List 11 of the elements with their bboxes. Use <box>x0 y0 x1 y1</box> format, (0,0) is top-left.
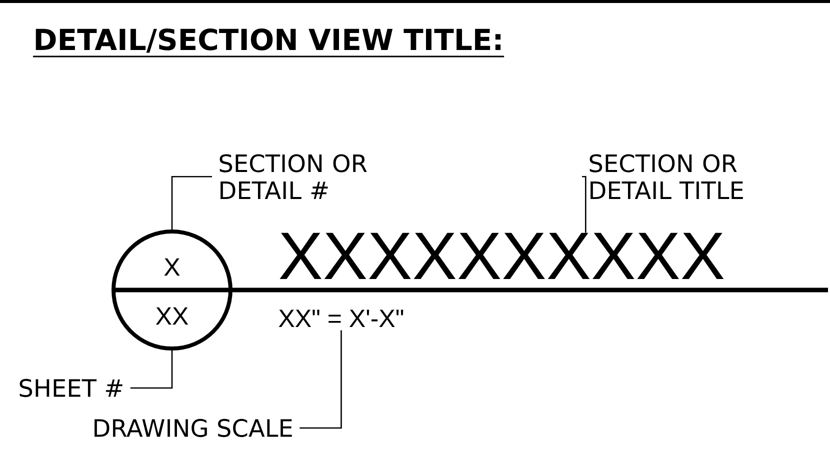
callout-label: SECTION OR DETAIL TITLE <box>590 154 743 200</box>
callout-label: SHEET # <box>20 378 122 398</box>
callout-label: SECTION OR DETAIL # <box>220 154 367 200</box>
leader-line <box>300 330 342 429</box>
title: DETAIL/SECTION VIEW TITLE: <box>33 28 504 58</box>
callout-label: DRAWING SCALE <box>94 418 292 438</box>
title-text: XXXXXXXXXX <box>280 232 724 279</box>
leader-line <box>171 176 212 230</box>
scale-text: XX" = X'-X" <box>278 310 404 327</box>
leader-line <box>582 176 586 233</box>
leader-line <box>130 350 173 389</box>
